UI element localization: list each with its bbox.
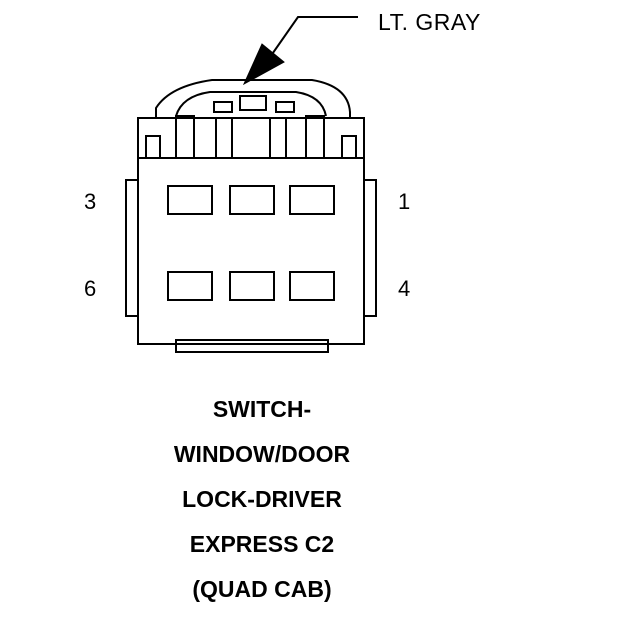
top-latch-center	[239, 95, 267, 111]
pin-number-label: 1	[398, 189, 411, 214]
corner-tab-right	[341, 135, 357, 159]
corner-tab-left	[145, 135, 161, 159]
caption-line: WINDOW/DOOR	[173, 441, 351, 467]
caption-line: LOCK-DRIVER	[182, 486, 342, 512]
top-latch-right	[275, 101, 295, 113]
side-lock-right	[363, 179, 377, 317]
terminal-cavity	[229, 271, 275, 301]
terminal-cavity	[289, 185, 335, 215]
color-callout-label: LT. GRAY	[378, 9, 481, 35]
terminal-cavity	[167, 271, 213, 301]
cavity-post-left	[175, 115, 195, 159]
connector-top-housing	[155, 79, 351, 118]
terminal-cavity	[167, 185, 213, 215]
connector-top-band	[137, 117, 365, 159]
connector-inner-dome	[175, 91, 327, 117]
connector-body	[137, 117, 365, 345]
cavity-post-right	[305, 115, 325, 159]
top-latch-left	[213, 101, 233, 113]
cavity-center-block	[215, 117, 287, 159]
callout-leader-line	[267, 16, 358, 61]
callout-arrow-icon	[242, 43, 285, 86]
connector-caption: SWITCH- WINDOW/DOOR LOCK-DRIVER EXPRESS …	[112, 393, 412, 618]
terminal-cavity	[289, 271, 335, 301]
pin-number-label: 3	[84, 189, 97, 214]
caption-line: SWITCH-	[212, 396, 312, 422]
side-lock-left	[125, 179, 139, 317]
terminal-cavity	[229, 185, 275, 215]
pin-number-label: 6	[84, 276, 97, 301]
caption-line: EXPRESS C2	[189, 531, 335, 557]
pin-number-label: 4	[398, 276, 411, 301]
connector-diagram	[125, 16, 377, 353]
caption-line: (QUAD CAB)	[192, 576, 332, 602]
connector-bottom-foot	[175, 339, 329, 353]
